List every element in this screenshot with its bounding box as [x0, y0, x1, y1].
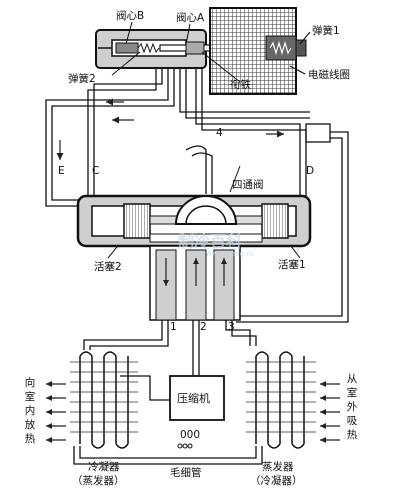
label-spring-2: 弹簧2: [68, 73, 96, 85]
label-pipe-4: 4: [216, 127, 223, 139]
label-four-way-valve: 四通阀: [232, 179, 264, 191]
lower-pipes: [73, 320, 263, 465]
heat-release-arrows: [46, 381, 66, 443]
condenser-coil: [70, 351, 138, 449]
compressor-box: [169, 375, 225, 421]
pilot-valve: [95, 29, 281, 69]
label-condenser: 冷凝器: [88, 461, 120, 473]
label-valve-core-a: 阀心A: [176, 12, 205, 24]
label-valve-core-b: 阀心B: [116, 10, 145, 22]
label-spring-1: 弹簧1: [312, 25, 340, 37]
pipes: [45, 68, 349, 323]
label-port-3: 3: [228, 321, 235, 333]
watermark-url: www.zhileng.ru: [200, 250, 254, 258]
label-condenser-sub: （蒸发器）: [72, 475, 125, 487]
watermark: 制冷百科: [178, 232, 243, 251]
label-solenoid-coil: 电磁线圈: [308, 69, 350, 81]
outlet-tubes: [149, 245, 241, 321]
four-way-valve-body: [76, 194, 312, 248]
label-port-1: 1: [170, 321, 177, 333]
label-evaporator: 蒸发器: [262, 461, 294, 473]
heat-absorb-arrows: [320, 381, 340, 443]
leader-lines: [107, 21, 311, 259]
label-piston-2: 活塞2: [94, 261, 122, 273]
evaporator-coil: [246, 351, 316, 449]
solenoid-coil: [209, 7, 307, 95]
label-evaporator-sub: （冷凝器）: [250, 475, 303, 487]
label-port-2: 2: [200, 321, 207, 333]
label-capillary: 毛细管: [170, 467, 202, 479]
label-piston-1: 活塞1: [278, 259, 306, 271]
label-pipe-c: C: [92, 165, 100, 177]
label-capillary-mark: 000: [180, 429, 201, 441]
label-absorb-heat-outdoor: 从室外吸热: [346, 373, 358, 441]
label-pipe-e: E: [58, 165, 65, 177]
flow-arrows: [56, 98, 284, 160]
label-armature: 衔铁: [230, 79, 251, 91]
label-release-heat-indoor: 向室内放热: [24, 377, 36, 445]
capillary-tube: [177, 443, 193, 449]
label-compressor: 压缩机: [177, 392, 210, 405]
label-pipe-d: D: [306, 165, 315, 177]
